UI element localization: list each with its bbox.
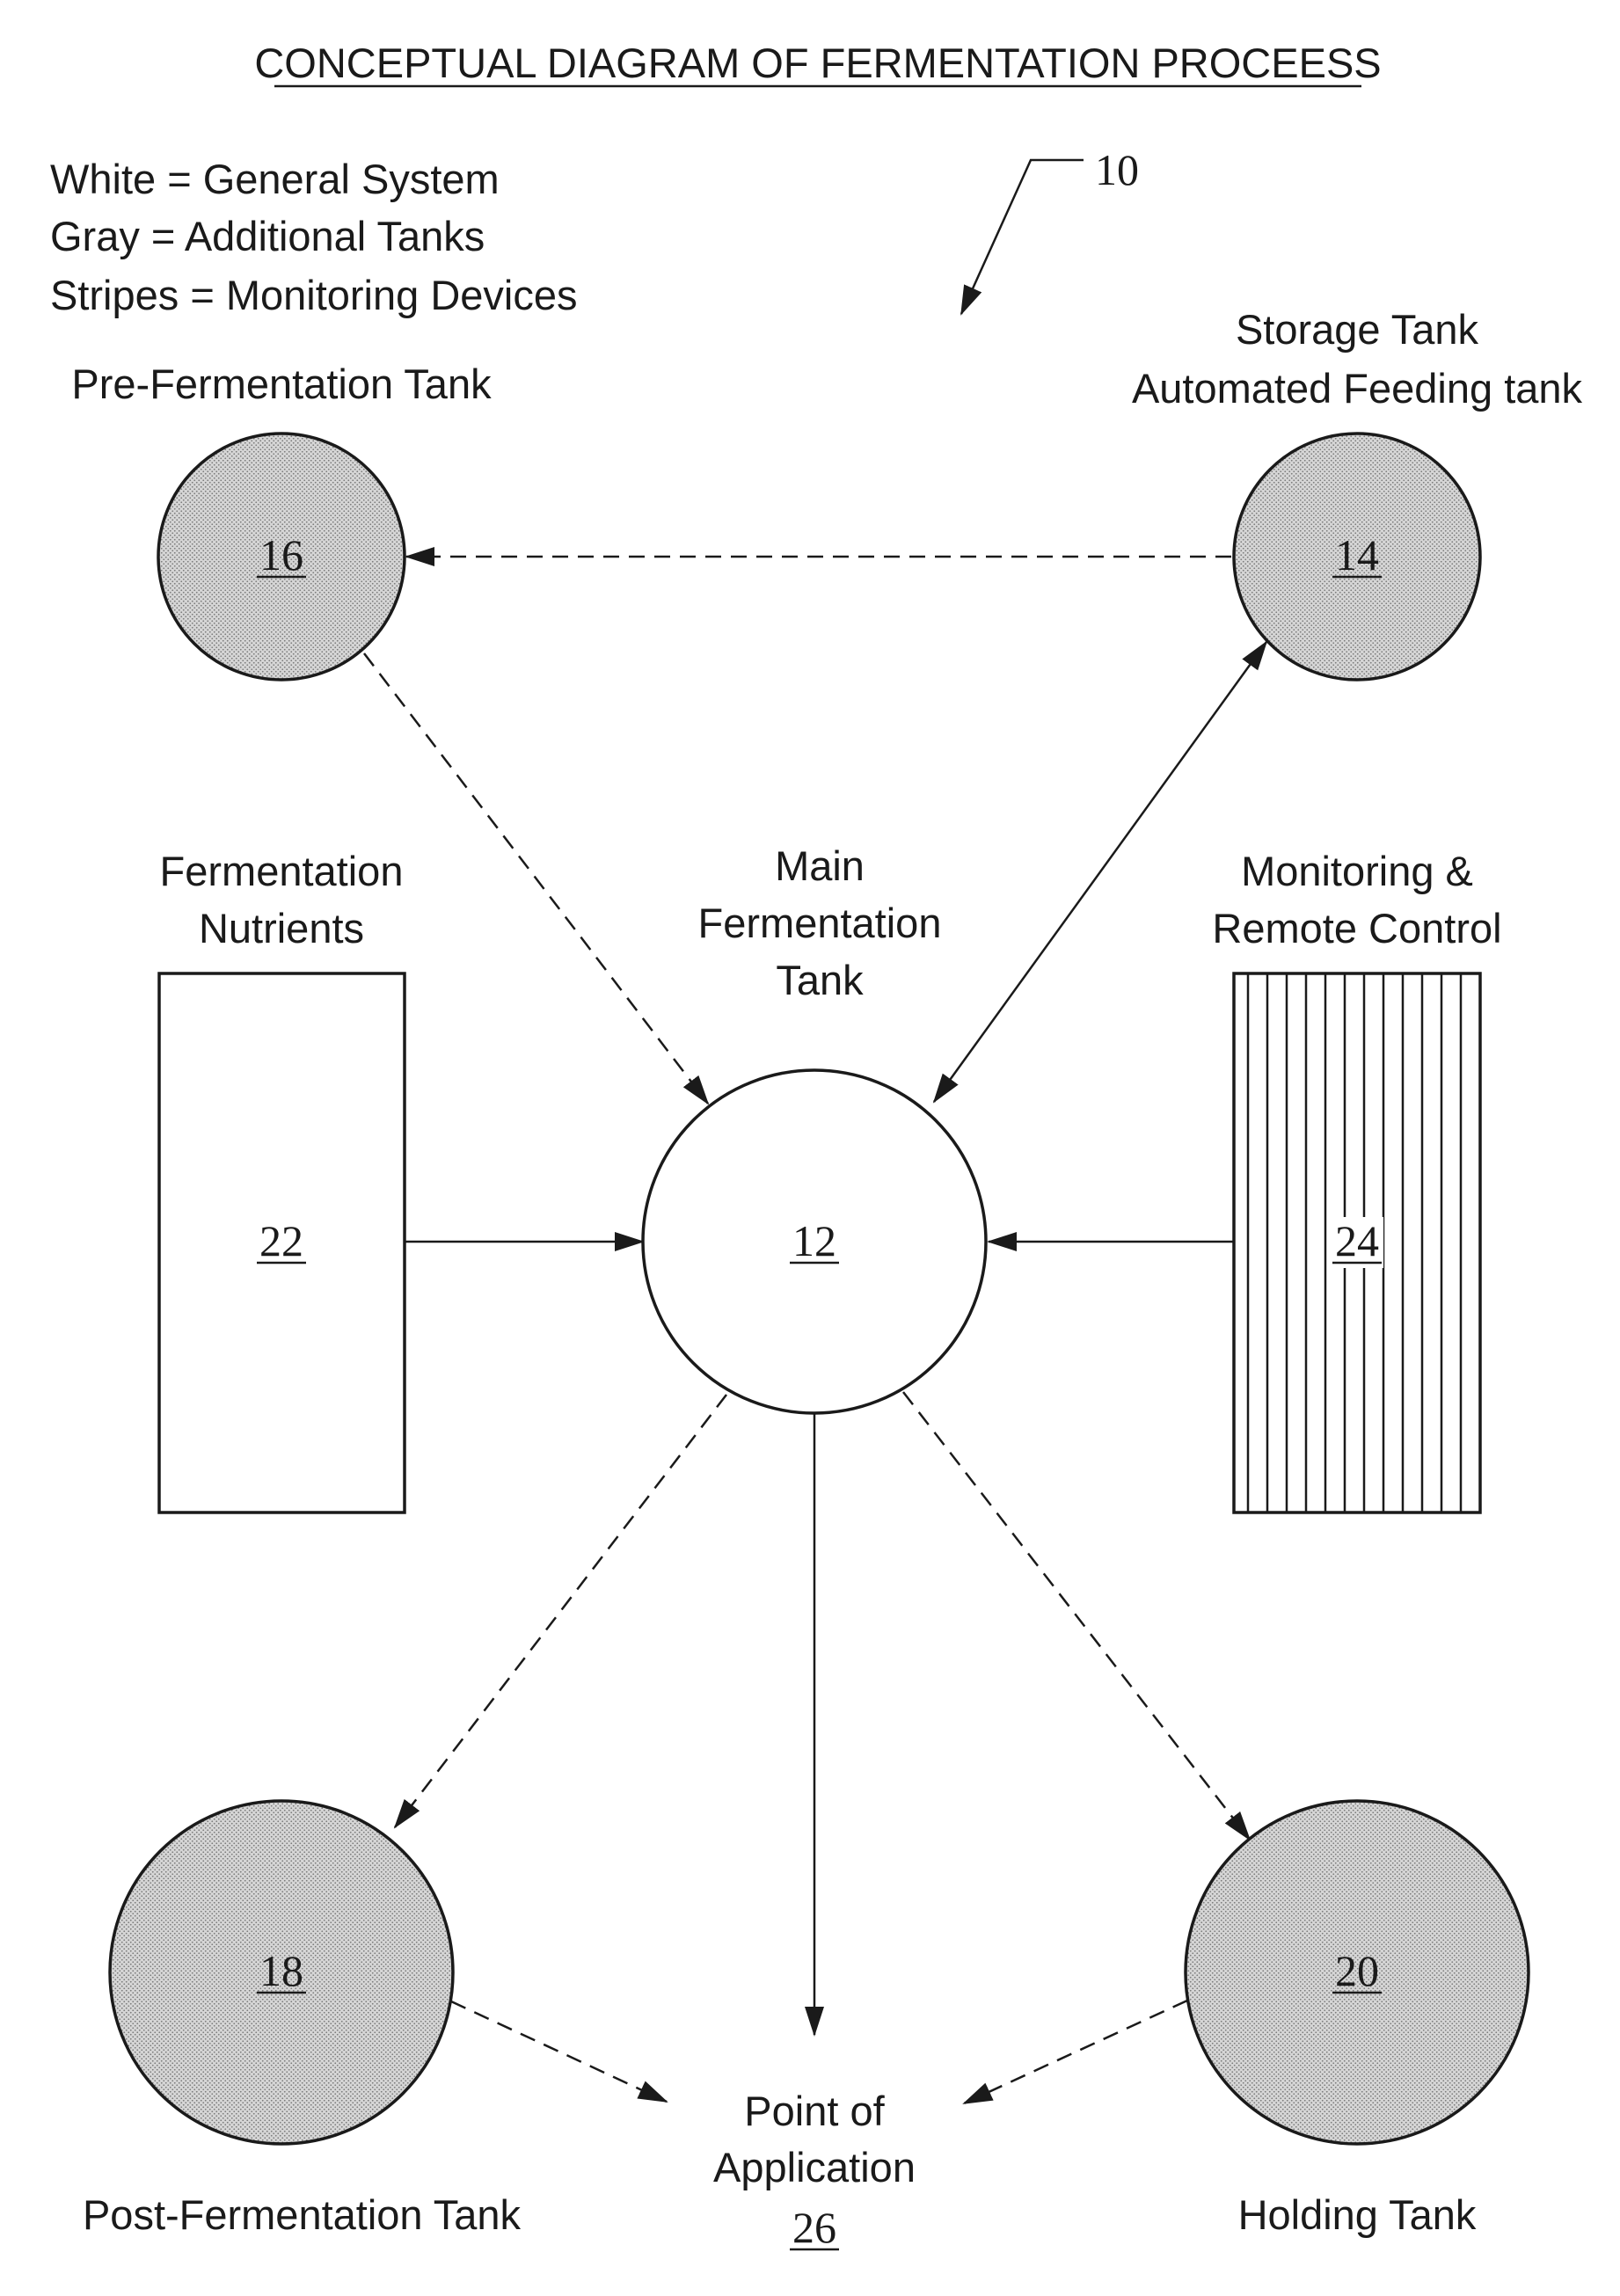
holding-tank-label: Holding Tank (1238, 2191, 1477, 2238)
legend-gray: Gray = Additional Tanks (50, 213, 485, 259)
fermentation-nutrients-label-line-1: Fermentation (160, 848, 404, 894)
main-tank-number: 12 (792, 1216, 836, 1265)
application-label-line-2: Application (713, 2144, 916, 2190)
monitoring-label-line-1: Monitoring & (1241, 848, 1473, 894)
post-fermentation-tank-label: Post-Fermentation Tank (83, 2191, 522, 2238)
arrow-main-storage-bidirectional (934, 642, 1266, 1102)
fermentation-nutrients: Fermentation Nutrients 22 (159, 848, 405, 1512)
storage-tank-label-line-2: Automated Feeding tank (1132, 365, 1583, 412)
fermentation-nutrients-label-line-2: Nutrients (199, 905, 364, 951)
point-of-application: Point of Application 26 (713, 2088, 916, 2252)
pre-fermentation-tank: Pre-Fermentation Tank 16 (71, 361, 492, 680)
holding-tank-number: 20 (1335, 1946, 1379, 1995)
main-fermentation-tank: Main Fermentation Tank 12 (643, 842, 986, 1413)
arrow-pre-to-main (364, 653, 708, 1104)
storage-tank-number: 14 (1335, 530, 1379, 579)
monitoring-remote-control: Monitoring & Remote Control 24 (1212, 848, 1501, 1512)
post-fermentation-tank: 18 Post-Fermentation Tank (83, 1801, 522, 2238)
holding-tank: 20 Holding Tank (1186, 1801, 1529, 2238)
fermentation-nutrients-number: 22 (259, 1216, 303, 1265)
main-tank-label-line-3: Tank (776, 957, 864, 1003)
reference-number: 10 (1095, 145, 1139, 194)
monitoring-label-line-2: Remote Control (1212, 905, 1501, 951)
arrow-main-to-post (395, 1395, 726, 1827)
legend-stripes: Stripes = Monitoring Devices (50, 272, 578, 318)
arrow-main-to-holding (903, 1392, 1250, 1840)
arrow-post-to-application (451, 2001, 667, 2102)
pre-fermentation-tank-label: Pre-Fermentation Tank (71, 361, 492, 407)
main-tank-label-line-2: Fermentation (698, 900, 942, 946)
application-label-line-1: Point of (744, 2088, 885, 2134)
post-fermentation-tank-number: 18 (259, 1946, 303, 1995)
pre-fermentation-tank-number: 16 (259, 530, 303, 579)
main-tank-label-line-1: Main (775, 842, 865, 889)
storage-tank: Storage Tank Automated Feeding tank 14 (1132, 306, 1583, 680)
storage-tank-label-line-1: Storage Tank (1236, 306, 1479, 353)
reference-leader (961, 160, 1084, 314)
application-number: 26 (792, 2203, 836, 2252)
diagram-title: CONCEPTUAL DIAGRAM OF FERMENTATION PROCE… (254, 40, 1381, 86)
legend: White = General System Gray = Additional… (50, 156, 578, 318)
legend-white: White = General System (50, 156, 500, 202)
arrow-holding-to-application (964, 2001, 1187, 2103)
reference-numeral: 10 (961, 145, 1139, 314)
monitoring-number: 24 (1335, 1216, 1379, 1265)
